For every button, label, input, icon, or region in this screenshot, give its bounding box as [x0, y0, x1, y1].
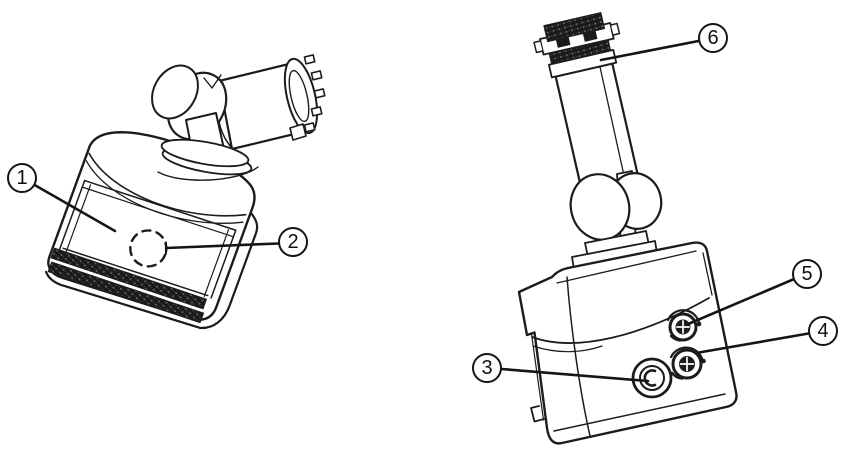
threaded-connector	[533, 12, 621, 79]
callout-1: 1	[7, 163, 37, 193]
front-window-frame-left-outer	[58, 179, 86, 250]
leader-line-1	[34, 184, 117, 233]
front-window-frame-right-outer	[210, 229, 237, 299]
sensor-rear-view-illustration	[517, 12, 738, 445]
front-window-frame-top-outer	[83, 179, 237, 231]
rear-swoosh-curve-lower	[532, 345, 603, 353]
front-arm-ring-notches	[303, 54, 326, 133]
rear-body-foot-notch	[530, 405, 545, 423]
front-louver-strip-upper	[50, 247, 207, 310]
photocell-outer-ring	[631, 357, 673, 399]
front-flange-upper	[160, 138, 250, 168]
dial-upper-ring	[668, 312, 698, 342]
photocell	[631, 357, 673, 399]
photocell-middle-ring	[639, 365, 665, 391]
dial-upper-dot	[696, 321, 702, 327]
rear-body-outline	[517, 241, 738, 445]
leader-line-3	[500, 367, 650, 383]
dial-lower-tab	[670, 371, 684, 380]
dial-lower-dot	[701, 358, 706, 364]
callout-leader-lines	[34, 39, 810, 383]
photocell-crescent	[643, 369, 657, 387]
rear-top-edge-inner	[556, 250, 697, 284]
dial-upper-tab	[669, 334, 682, 342]
front-led-dashed-circle	[129, 229, 168, 268]
leader-line-4	[697, 332, 810, 354]
front-dome-rim-outer	[88, 152, 247, 217]
rear-right-edge-inner	[702, 252, 713, 296]
front-arm-ring-inner	[288, 69, 310, 123]
callout-3: 3	[472, 353, 502, 383]
leader-line-6	[599, 39, 700, 62]
callout-6: 6	[698, 23, 728, 53]
front-body-depth-edge	[44, 212, 259, 330]
callout-5: 5	[792, 259, 822, 289]
rear-left-edge-inner	[530, 333, 545, 421]
callout-2: 2	[278, 227, 308, 257]
dial-lower-cross-slot	[679, 356, 695, 372]
connector-knurl-upper	[543, 12, 605, 43]
rear-bottom-rim	[553, 393, 726, 432]
front-knuckle-lobe-small	[151, 64, 199, 120]
callout-4: 4	[808, 316, 838, 346]
front-window-frame-left-inner	[65, 184, 92, 253]
front-swivel-arm	[151, 54, 326, 181]
connector-flange	[548, 49, 618, 79]
leader-line-2	[164, 242, 280, 250]
dial-upper-cross-slot	[676, 320, 690, 334]
sensor-front-view-illustration	[44, 54, 326, 330]
adjust-dial-lower	[669, 346, 706, 380]
front-window-frame-bottom	[62, 247, 209, 297]
front-louver-strip-lower	[47, 261, 205, 324]
rear-panel-seam	[566, 276, 591, 437]
leader-line-5	[685, 278, 795, 326]
front-arm-tab	[289, 123, 307, 141]
front-window-frame-right-inner	[203, 229, 230, 298]
rear-ball-joint	[569, 170, 663, 248]
front-knuckle-crease	[203, 74, 222, 89]
dial-lower-collar-arc	[669, 346, 705, 364]
connector-collar-tab-right	[610, 22, 621, 36]
connector-collar-tab-left	[533, 40, 544, 54]
dial-lower-ring	[671, 348, 703, 380]
front-window-frame-top-inner	[81, 186, 234, 238]
